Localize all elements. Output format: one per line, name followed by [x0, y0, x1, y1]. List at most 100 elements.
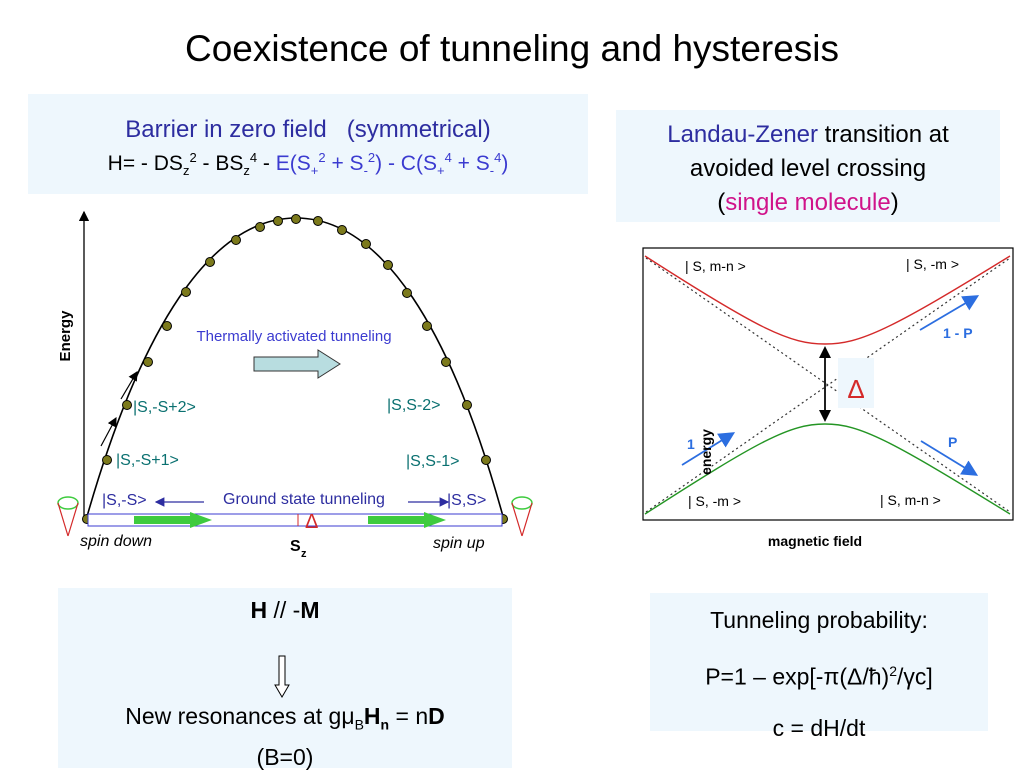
b-zero: (B=0)	[256, 743, 314, 770]
lz-line1: Landau-Zener transition at	[616, 118, 1000, 152]
ground-label: Ground state tunneling	[223, 491, 385, 508]
h-symbol: H	[250, 597, 268, 623]
label-p: P	[948, 434, 957, 450]
ground-delta: Δ	[305, 511, 318, 533]
ham-sub: z	[182, 163, 190, 179]
level-dot	[162, 321, 172, 331]
ham-part: + S	[325, 152, 364, 175]
down-hollow-arrow	[274, 655, 290, 698]
ham-part: - BS	[196, 152, 244, 175]
state-label-bottom-left: | S, -m >	[688, 493, 741, 509]
lz-line3: (single molecule)	[616, 186, 1000, 220]
n-sub: n	[380, 716, 390, 733]
ham-part: - C(S	[382, 152, 437, 175]
ham-sup: 4	[494, 150, 502, 165]
state-label-top-left: | S, m-n >	[685, 258, 746, 274]
lz-paren: (	[717, 189, 726, 216]
landau-zener-text: Landau-Zener transition at avoided level…	[616, 118, 1000, 220]
lower-level-curve	[644, 423, 1011, 515]
level-dot	[383, 260, 393, 270]
lz-single-molecule: single molecule	[725, 189, 891, 216]
d-bold: D	[428, 703, 445, 729]
level-dot	[481, 455, 491, 465]
hamiltonian: H= - DSz2 - BSz4 - E(S+2 + S-2) - C(S+4 …	[28, 150, 588, 178]
landau-zener-diagram: Δ | S, m-n > | S, -m > | S, -m > | S, m-…	[642, 247, 1014, 549]
eq-text: = n	[389, 703, 429, 729]
ham-e-term: E(S+2 + S-2) - C(S+4 + S-4)	[275, 150, 509, 179]
ham-sub: z	[243, 163, 250, 179]
level-dot	[313, 216, 323, 226]
gap-delta: Δ	[847, 374, 864, 404]
ham-part: )	[375, 152, 383, 175]
ham-sub: +	[310, 163, 319, 179]
label-one: 1	[687, 436, 695, 452]
thermal-arrow	[253, 349, 341, 379]
barrier-heading: Barrier in zero field (symmetrical)	[28, 116, 588, 144]
thermal-step-arrow	[120, 370, 138, 400]
level-dot	[122, 400, 132, 410]
new-res-text: New resonances at gμ	[125, 703, 355, 729]
ham-sub: -	[489, 163, 495, 179]
ham-sub: +	[436, 163, 445, 179]
level-dot	[441, 357, 451, 367]
spin-down-cone	[57, 496, 79, 537]
ham-sup: 2	[318, 150, 326, 165]
level-dot	[402, 288, 412, 298]
prob-sup: 2	[889, 663, 897, 679]
lz-name: Landau-Zener	[667, 121, 819, 148]
ham-part: )	[501, 152, 509, 175]
mu-b-sub: B	[354, 716, 364, 733]
spin-up-label: spin up	[433, 535, 485, 552]
level-label-minus-s-plus-1: |S,-S+1>	[116, 452, 179, 469]
plot-frame	[642, 247, 1014, 521]
sz-sub: z	[301, 548, 307, 560]
ham-part: E(S	[275, 152, 311, 175]
ham-part: H= - DS	[107, 152, 183, 175]
barrier-heading-a: Barrier in zero field	[125, 116, 327, 143]
state-label-bottom-right: | S, m-n >	[880, 492, 941, 508]
relation-sep: // -	[267, 597, 301, 623]
state-label-top-right: | S, -m >	[906, 256, 959, 272]
level-label-minus-s: |S,-S>	[102, 492, 147, 509]
ham-part: -	[257, 152, 276, 175]
level-label-s-minus-2: |S,S-2>	[387, 397, 441, 414]
ham-sup: 2	[189, 150, 197, 165]
page-title: Coexistence of tunneling and hysteresis	[184, 28, 840, 69]
ham-sup: 4	[444, 150, 452, 165]
spin-down-label: spin down	[80, 533, 152, 550]
level-dot	[361, 239, 371, 249]
delta-box	[838, 358, 874, 408]
energy-axis-label: Energy	[57, 310, 74, 362]
ham-part: + S	[451, 152, 490, 175]
level-dot	[181, 287, 191, 297]
green-arrow-left	[134, 512, 212, 528]
prob-line3: c = dH/dt	[772, 714, 866, 741]
ham-sup: 4	[249, 150, 258, 165]
level-dot	[291, 214, 301, 224]
prob-line1: Tunneling probability:	[710, 607, 928, 633]
spin-up-cone	[511, 496, 533, 537]
field-relation: H // -M	[58, 597, 512, 624]
new-resonances-line: New resonances at gμBHn = nD	[58, 700, 512, 741]
green-arrow-right	[368, 512, 446, 528]
level-dot	[273, 216, 283, 226]
probability-panel	[650, 593, 988, 731]
lz-energy-label: energy	[698, 429, 714, 475]
landau-zener-panel	[616, 110, 1000, 222]
thermal-step-arrow	[100, 416, 117, 447]
lz-line2: avoided level crossing	[689, 155, 927, 182]
m-symbol: M	[300, 597, 320, 623]
sz-label: S	[290, 538, 301, 555]
prob-formula-a: P=1 – exp[-π(Δ/ħ)	[705, 663, 890, 690]
level-label-minus-s-plus-2: |S,-S+2>	[133, 399, 196, 416]
barrier-heading-b: (symmetrical)	[346, 116, 491, 143]
prob-formula-b: /γc]	[897, 663, 933, 690]
arrow-one-minus-p	[919, 295, 980, 331]
level-dot	[231, 235, 241, 245]
label-one-minus-p: 1 - P	[943, 325, 973, 341]
tunneling-probability: Tunneling probability: P=1 – exp[-π(Δ/ħ)…	[650, 595, 988, 754]
thermal-label: Thermally activated tunneling	[196, 328, 391, 345]
level-dot	[255, 222, 265, 232]
arrow-p	[920, 440, 979, 476]
lz-paren: )	[890, 189, 899, 216]
